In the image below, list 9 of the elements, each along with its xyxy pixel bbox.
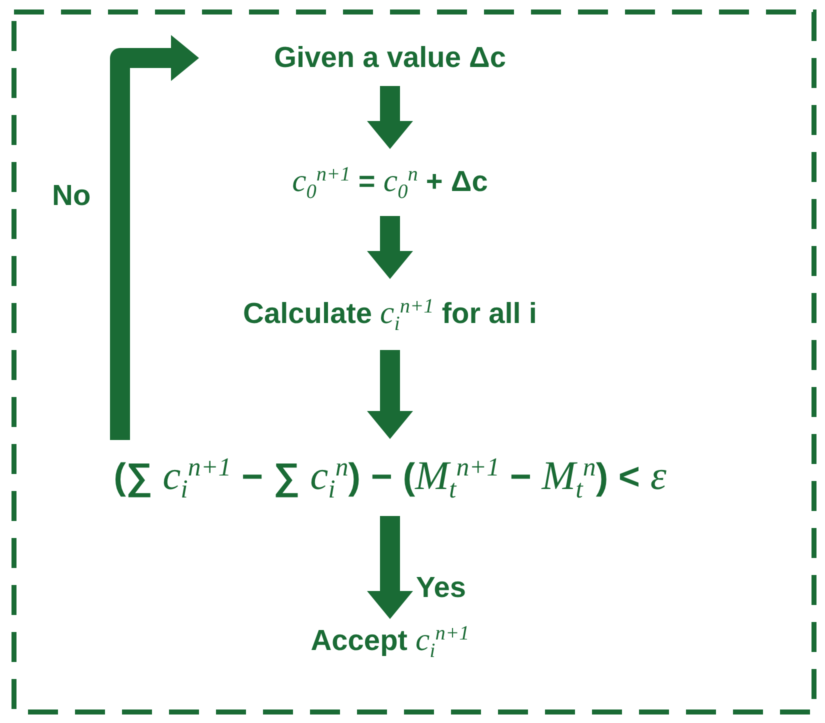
step-text: c$_{0}$$^{n+1}$ = c$_{0}$$^{n}$ + Δc [292,162,488,204]
block-arrow [367,350,413,439]
block-arrow [367,86,413,149]
block-arrow [110,35,199,440]
step-text: Given a value Δc [274,42,506,74]
formula-text: (∑ c$_{i}$$^{n+1}$ − ∑ c$_{i}$$^{n}$) − (M$_{t}$$^{n+1}$ − M$_{t}$$^{n}$) < ε [114,452,666,504]
block-arrow [367,216,413,279]
block-arrow [367,516,413,619]
step-text: Calculate c$_{i}$$^{n+1}$ for all i [243,294,537,336]
